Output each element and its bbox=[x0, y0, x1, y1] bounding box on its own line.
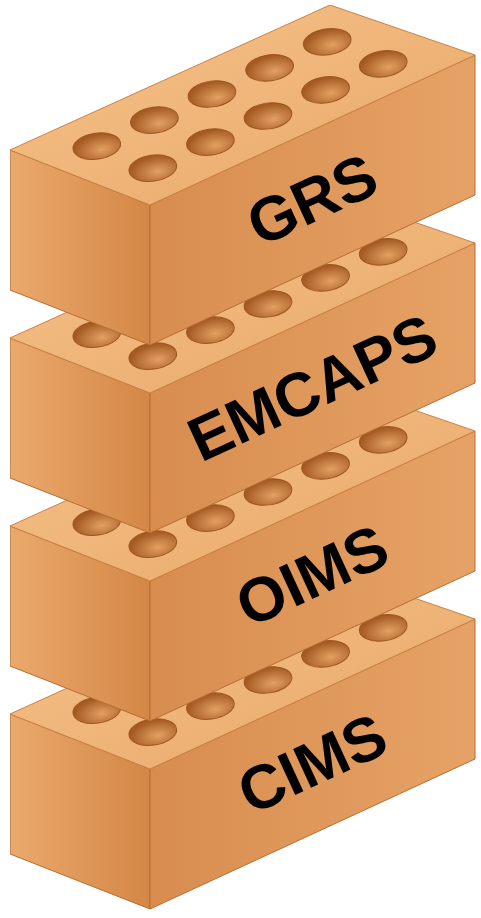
brick: GRS bbox=[10, 5, 476, 351]
brick-shape bbox=[10, 5, 476, 351]
